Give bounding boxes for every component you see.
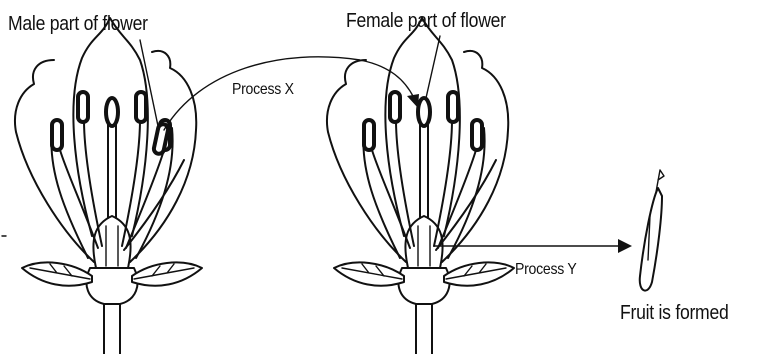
fruit-icon xyxy=(640,170,664,291)
male-part-label: Male part of flower xyxy=(8,14,148,34)
process-y-label: Process Y xyxy=(515,262,577,278)
female-pointer-line xyxy=(426,36,440,98)
female-part-label: Female part of flower xyxy=(346,11,506,31)
fruit-label: Fruit is formed xyxy=(620,303,729,323)
male-flower xyxy=(15,18,202,354)
process-y-arrow xyxy=(434,239,632,253)
process-x-label: Process X xyxy=(232,82,294,98)
female-flower xyxy=(327,18,514,354)
